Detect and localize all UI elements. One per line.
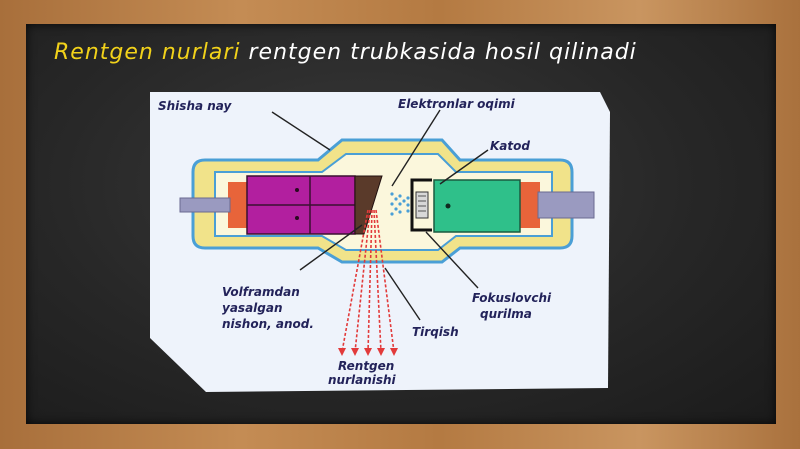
title-rest: rentgen trubkasida hosil qilinadi [240,40,637,65]
title-highlight: Rentgen nurlari [54,40,241,65]
label-cathode: Katod [490,139,530,153]
cathode-rod [537,191,595,219]
focusing-device [410,178,432,232]
label-focusing-1: Fokuslovchi [472,291,552,305]
xray-rays [338,209,398,356]
label-anode-2: yasalgan [222,301,283,315]
slide-title: Rentgen nurlari rentgen trubkasida hosil… [54,40,637,65]
cathode-seal [518,182,540,228]
leader-lines [271,109,489,321]
label-anode-1: Volframdan [222,285,300,299]
cathode [433,179,521,233]
anode-rod [179,197,231,213]
label-xray-2: nurlanishi [328,373,397,387]
anode [246,175,383,235]
anode-seal [228,182,248,228]
label-glass-tube: Shisha nay [158,99,233,113]
electron-beam [390,192,410,216]
label-slit: Tirqish [412,325,459,339]
label-focusing-2: qurilma [480,307,532,321]
label-anode-3: nishon, anod. [222,317,314,331]
label-electron-flow: Elektronlar oqimi [398,97,516,111]
label-xray-1: Rentgen [338,359,394,373]
